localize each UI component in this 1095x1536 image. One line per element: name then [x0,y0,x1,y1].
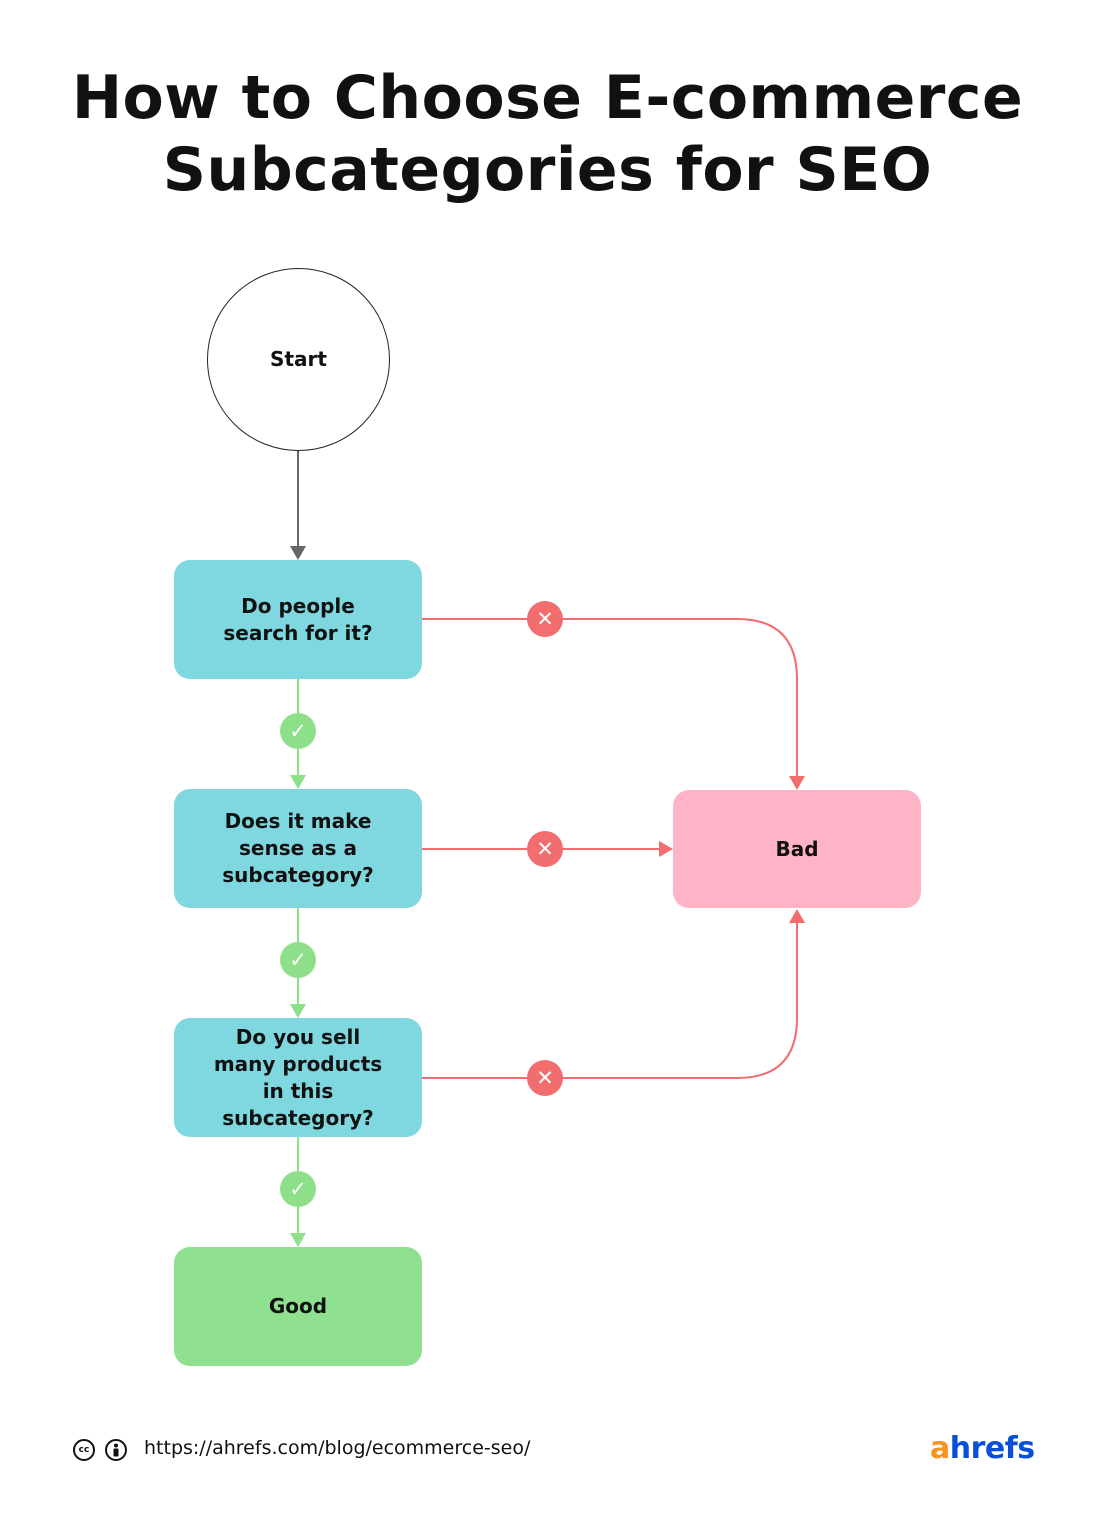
logo-rest: hrefs [949,1431,1035,1466]
arrowhead-q1-to-bad [789,776,805,790]
ahrefs-logo[interactable]: ahrefs [930,1431,1035,1466]
question-search-label: Do people search for it? [223,593,373,645]
no-cross-glyph: ✕ [536,606,554,631]
arrowhead-q3-to-bad [789,909,805,923]
no-cross-glyph: ✕ [536,836,554,861]
question-products-label: Do you sell many products in this subcat… [213,1024,383,1130]
yes-check-icon: ✓ [280,713,316,749]
arrowhead-q1-to-q2 [290,775,306,789]
no-cross-icon: ✕ [527,601,563,637]
start-label: Start [270,347,327,371]
arrow-q1-to-bad [422,618,798,778]
start-node: Start [207,268,390,451]
question-products-node: Do you sell many products in this subcat… [174,1018,422,1137]
no-cross-icon: ✕ [527,831,563,867]
question-subcategory-label: Does it make sense as a subcategory? [222,809,374,887]
arrowhead-q2-to-q3 [290,1004,306,1018]
arrowhead-start-to-q1 [290,546,306,560]
yes-check-glyph: ✓ [289,718,307,743]
good-label: Good [268,1294,328,1318]
bad-node: Bad [673,790,921,908]
title-line-1: How to Choose E-commerce [71,63,1024,133]
no-cross-glyph: ✕ [536,1065,554,1090]
arrowhead-q3-to-good [290,1233,306,1247]
good-node: Good [174,1247,422,1366]
source-url-link[interactable]: https://ahrefs.com/blog/ecommerce-seo/ [144,1437,531,1459]
yes-check-glyph: ✓ [289,1176,307,1201]
creative-commons-icon: cc [73,1439,95,1461]
question-search-node: Do people search for it? [174,560,422,679]
no-cross-icon: ✕ [527,1060,563,1096]
attribution-icon [105,1439,127,1461]
arrowhead-q2-to-bad [659,841,673,857]
yes-check-glyph: ✓ [289,947,307,972]
question-subcategory-node: Does it make sense as a subcategory? [174,789,422,908]
title-line-2: Subcategories for SEO [162,135,933,205]
page-title: How to Choose E-commerce Subcategories f… [0,62,1095,206]
arrow-q3-to-bad [422,921,798,1079]
logo-a: a [930,1431,950,1466]
attribution-person-icon [113,1443,119,1457]
yes-check-icon: ✓ [280,942,316,978]
bad-label: Bad [775,836,819,861]
yes-check-icon: ✓ [280,1171,316,1207]
